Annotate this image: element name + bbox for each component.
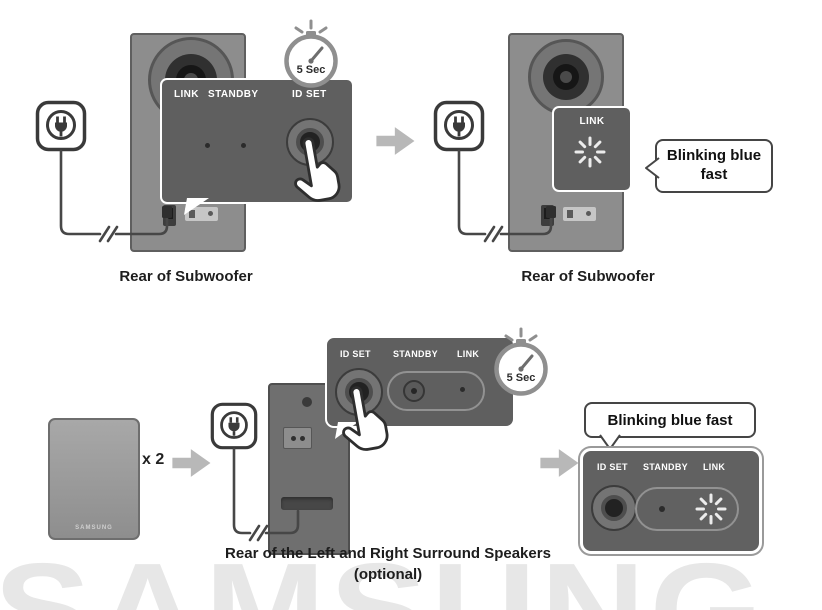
timer-label: 5 Sec [506, 372, 536, 384]
link-label: LINK [457, 349, 480, 359]
power-outlet-icon [210, 402, 258, 450]
power-inlet [541, 205, 554, 226]
callout-tail-icon [645, 157, 660, 179]
standby-button [403, 380, 425, 402]
bass-port [281, 497, 333, 510]
blinking-led-icon [693, 491, 729, 532]
pointing-hand-icon [327, 380, 396, 467]
standby-label: STANDBY [393, 349, 438, 359]
speaker-brand-label: SAMSUNG [75, 525, 113, 531]
caption-surround-line1: Rear of the Left and Right Surround Spea… [225, 545, 551, 562]
step-arrow-icon [540, 448, 580, 483]
id-set-button [591, 485, 637, 531]
caption-subwoofer-right: Rear of Subwoofer [521, 268, 655, 285]
link-label: LINK [174, 89, 199, 100]
step-arrow-icon [172, 448, 212, 483]
stopwatch-icon: 5 Sec [279, 18, 343, 93]
caption-subwoofer-left: Rear of Subwoofer [119, 268, 253, 285]
standby-led [659, 506, 665, 512]
link-led [460, 387, 465, 392]
button-group-outline [635, 487, 739, 531]
caption-surround-line2: (optional) [353, 566, 423, 583]
step-arrow-icon [376, 126, 416, 161]
idset-result-panel-surround: ID SET STANDBY LINK [580, 448, 762, 554]
surround-speaker-front: SAMSUNG [48, 418, 140, 540]
idset-zoom-panel-subwoofer: LINK STANDBY ID SET [160, 78, 354, 215]
id-set-label: ID SET [340, 349, 371, 359]
caption-surround: Rear of the Left and Right Surround Spea… [128, 543, 648, 585]
power-inlet [163, 205, 176, 226]
link-label: LINK [579, 116, 605, 127]
panel-pointer-triangle [184, 198, 209, 215]
callout-text: Blinking blue fast [607, 411, 733, 429]
power-outlet-icon [35, 100, 87, 152]
connector-plate [563, 207, 596, 221]
blinking-callout-subwoofer: Blinking blue fast [645, 139, 773, 193]
connector-plate [185, 207, 218, 221]
speaker-terminal [283, 427, 312, 449]
pointing-hand-icon [279, 131, 348, 218]
standby-label: STANDBY [208, 89, 259, 100]
multiplier-label: x 2 [142, 451, 165, 468]
mount-keyhole [302, 397, 312, 407]
link-zoom-panel-subwoofer: LINK [552, 106, 632, 192]
timer-label: 5 Sec [296, 64, 326, 76]
power-outlet-icon [433, 100, 485, 152]
id-set-label: ID SET [597, 462, 628, 472]
blinking-callout-surround: Blinking blue fast [584, 402, 756, 450]
callout-text: Blinking blue fast [666, 147, 762, 183]
link-label: LINK [703, 462, 726, 472]
button-group-outline [387, 371, 485, 411]
woofer-driver [528, 39, 604, 115]
stopwatch-icon: 5 Sec [489, 326, 553, 401]
standby-led [241, 143, 246, 148]
link-led [205, 143, 210, 148]
blinking-led-icon [572, 134, 608, 175]
id-set-label: ID SET [292, 89, 327, 100]
standby-label: STANDBY [643, 462, 688, 472]
